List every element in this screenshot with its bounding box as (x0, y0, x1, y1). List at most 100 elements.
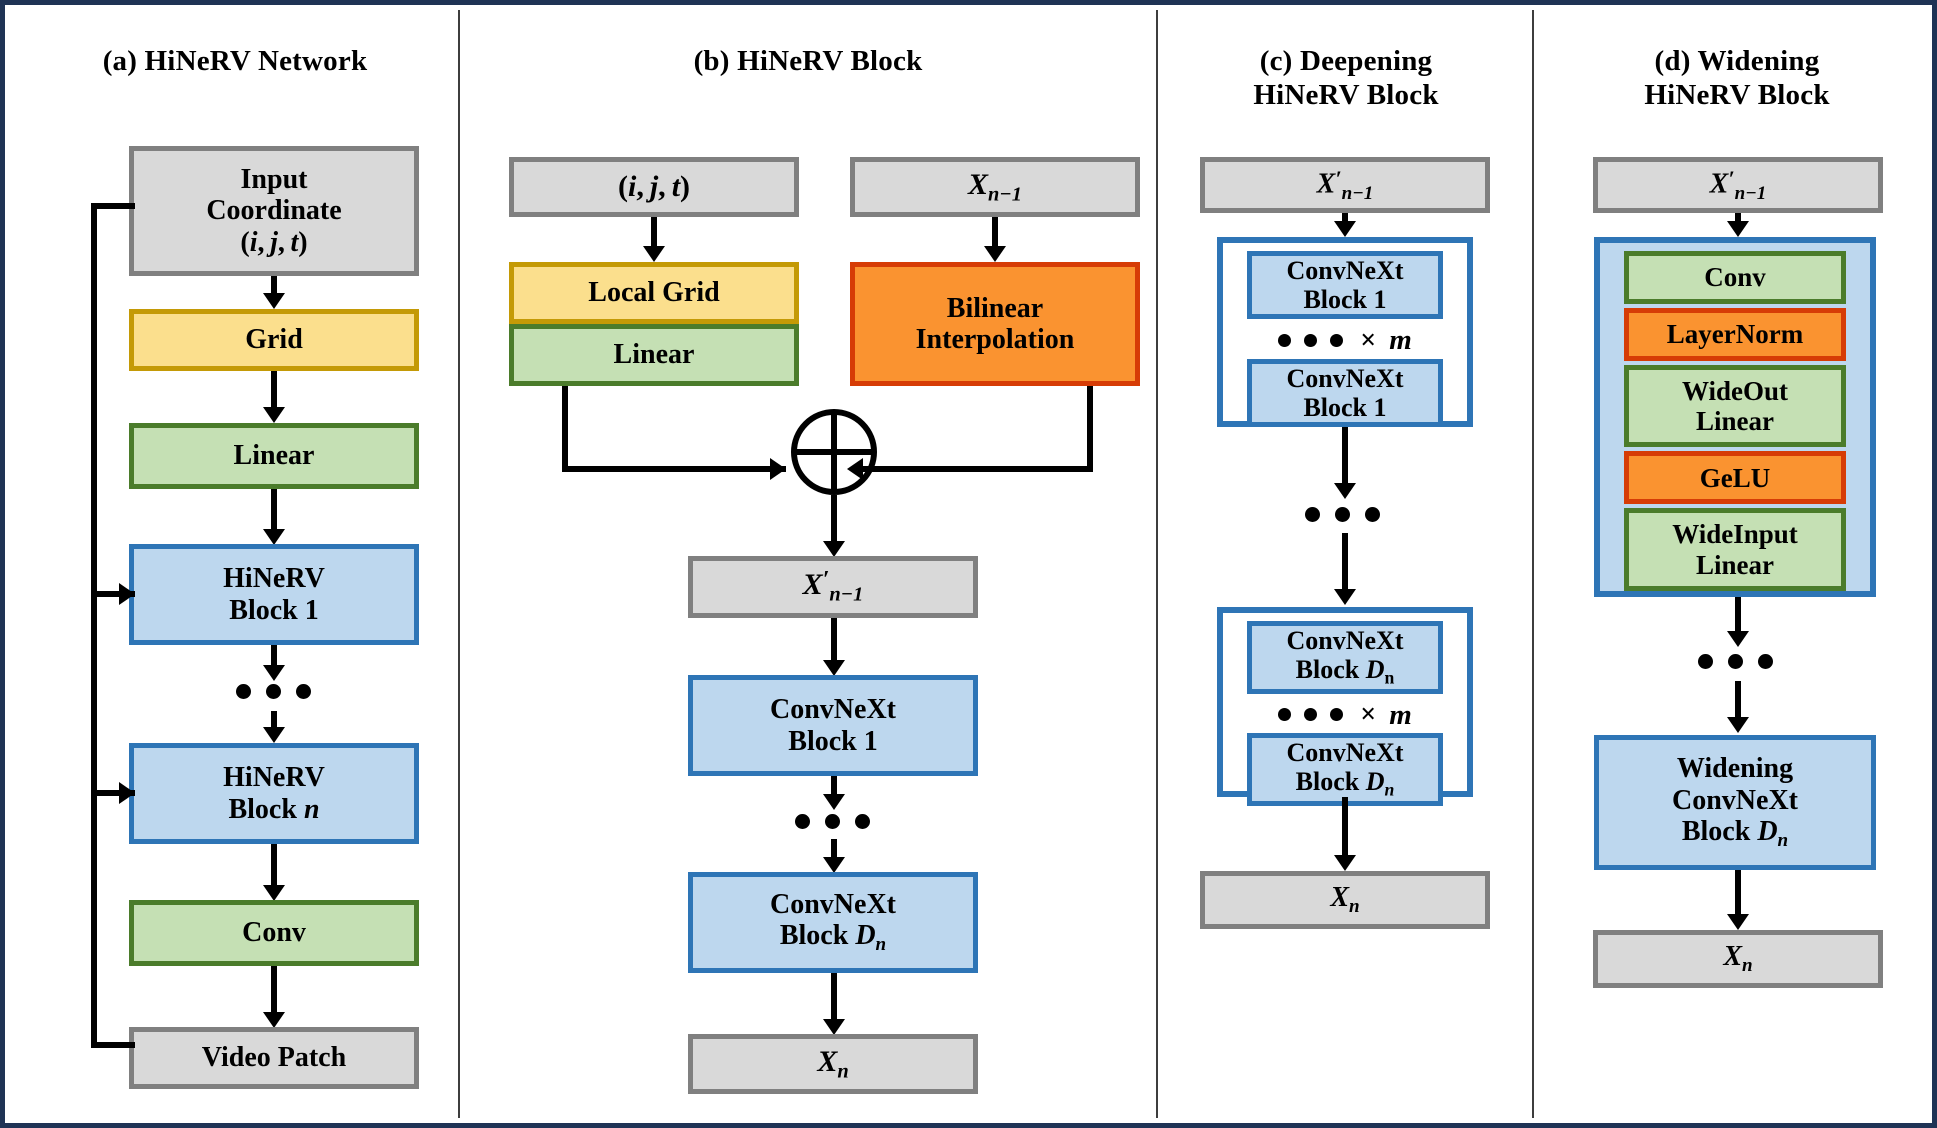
panel-c-title-line2: HiNeRV Block (1253, 78, 1439, 111)
x-prime-n-minus-1-label-d: X′n−1 (1709, 165, 1767, 204)
hinerv-blocks-ellipsis (223, 680, 323, 702)
arrow-d-4-line (1735, 870, 1741, 920)
panel-divider-3 (1532, 10, 1534, 1118)
panel-c-title: (c) Deepening HiNeRV Block (1166, 45, 1526, 113)
bilinear-line2: Interpolation (915, 324, 1075, 355)
add-operator-icon (791, 409, 877, 495)
deepening-ellipsis-c (1294, 503, 1390, 525)
linear-box-b: Linear (509, 324, 799, 386)
arrow-d-3-head (1727, 717, 1749, 733)
arrow-b-6-line (831, 839, 837, 863)
arrow-a-6-line (271, 844, 277, 891)
wideout-line1: WideOut (1681, 375, 1789, 406)
wideinput-linear-box: WideInput Linear (1624, 508, 1846, 591)
skip-top-segment (91, 203, 135, 209)
wideout-line2: Linear (1696, 406, 1774, 437)
panel-d-title: (d) Widening HiNeRV Block (1542, 45, 1932, 113)
convnext-cdb-line2: Block Dn (1295, 767, 1395, 800)
grid-label: Grid (245, 324, 303, 356)
arrow-a-4-head (263, 665, 285, 681)
arrow-b-5-head (823, 794, 845, 810)
m-variable-1: m (1389, 324, 1412, 357)
arrow-c-2-line (1342, 427, 1348, 489)
arrow-b-1-line (651, 217, 657, 252)
video-patch-label: Video Patch (201, 1042, 347, 1074)
skip-vertical-segment (91, 203, 97, 1048)
convnext-block-1-box-b: ConvNeXt Block 1 (688, 675, 978, 776)
x-n-label-c: Xn (1330, 882, 1360, 918)
hinerv-block-n-box: HiNeRV Block n (129, 743, 419, 844)
gelu-label: GeLU (1699, 462, 1771, 493)
convnext-block-dn-box-c: ConvNeXt Block Dn (1247, 621, 1443, 694)
arrow-b-4-head (823, 660, 845, 676)
hinerv-block-1-box: HiNeRV Block 1 (129, 544, 419, 645)
add-left-hline (562, 466, 786, 472)
arrow-b-2-line (992, 217, 998, 252)
local-grid-box: Local Grid (509, 262, 799, 324)
arrow-b-6-head (823, 857, 845, 873)
add-left-head (770, 458, 786, 480)
arrow-a-1-head (263, 293, 285, 309)
skip-branch-block1-head (119, 583, 135, 605)
coord-input-box: (i, j, t) (509, 157, 799, 217)
x-n-box-b: Xn (688, 1034, 978, 1094)
widening-line3: Block Dn (1681, 816, 1789, 852)
arrow-c-3-head (1334, 589, 1356, 605)
x-n-label-d: Xn (1723, 941, 1753, 977)
widening-stack-group: Conv LayerNorm WideOut Linear GeLU WideI… (1594, 237, 1876, 597)
x-n-box-d: Xn (1593, 930, 1883, 988)
input-coordinate-tuple: (i, j, t) (240, 226, 308, 258)
arrow-a-1-line (271, 276, 277, 297)
arrow-a-7-line (271, 966, 277, 1018)
convnext-b1-line1: ConvNeXt (770, 694, 896, 726)
x-prime-n-minus-1-label-c: X′n−1 (1316, 165, 1374, 204)
skip-branch-block1 (91, 591, 135, 597)
convnext-block-1-box-c: ConvNeXt Block 1 (1247, 251, 1443, 320)
arrow-b-7-line (831, 973, 837, 1025)
arrow-b-3-head (823, 541, 845, 557)
hinerv-block-n-line1: HiNeRV (223, 762, 325, 794)
widening-line2: ConvNeXt (1672, 784, 1798, 816)
arrow-a-2-head (263, 407, 285, 423)
hinerv-block-1-line2: Block 1 (229, 594, 319, 626)
arrow-a-6-head (263, 885, 285, 901)
add-right-hline (863, 466, 1087, 472)
panel-d-title-line1: (d) Widening (1654, 45, 1820, 77)
conv-label-d: Conv (1704, 262, 1766, 293)
arrow-b-2-head (984, 246, 1006, 262)
bilinear-interpolation-box: Bilinear Interpolation (850, 262, 1140, 386)
linear-label: Linear (233, 440, 315, 472)
deepening-group-1: ConvNeXt Block 1 × m ConvNeXt Block 1 (1217, 237, 1473, 427)
arrow-d-3-line (1735, 681, 1741, 723)
coord-input-label: (i, j, t) (617, 170, 691, 204)
panel-divider-2 (1156, 10, 1158, 1118)
arrow-a-4-line (271, 645, 277, 671)
convnext-block-1-last-box-c: ConvNeXt Block 1 (1247, 358, 1443, 427)
arrow-c-1-head (1334, 221, 1356, 237)
arrow-a-5-line (271, 711, 277, 733)
x-n-box-c: Xn (1200, 871, 1490, 929)
video-patch-box: Video Patch (129, 1027, 419, 1089)
deepening-group-2: ConvNeXt Block Dn × m ConvNeXt Block Dn (1217, 607, 1473, 806)
m-variable-2: m (1389, 698, 1412, 731)
x-prime-n-minus-1-box-b: X′n−1 (688, 556, 978, 618)
panel-d-title-line2: HiNeRV Block (1644, 78, 1830, 111)
arrow-a-3-line (271, 489, 277, 535)
convnext-bd-line2: Block Dn (779, 920, 887, 956)
arrow-b-5-line (831, 776, 837, 800)
panel-divider-1 (458, 10, 460, 1118)
gelu-box: GeLU (1624, 451, 1846, 505)
convnext-c1b-line2: Block 1 (1303, 392, 1387, 422)
convnext-cd-line1: ConvNeXt (1286, 626, 1404, 655)
convnext-block-dn-last-box-c: ConvNeXt Block Dn (1247, 733, 1443, 806)
skip-branch-blockn-h (91, 1042, 135, 1048)
input-coordinate-line1: Input (240, 163, 308, 195)
bilinear-line1: Bilinear (946, 292, 1044, 324)
conv-box-a: Conv (129, 900, 419, 966)
layernorm-box: LayerNorm (1624, 307, 1846, 361)
grid-box: Grid (129, 309, 419, 371)
convnext-cd-line2: Block Dn (1295, 655, 1395, 688)
wideinput-line2: Linear (1696, 549, 1774, 580)
arrow-b-3-line (831, 495, 837, 547)
convnext-block-dn-box-b: ConvNeXt Block Dn (688, 872, 978, 973)
